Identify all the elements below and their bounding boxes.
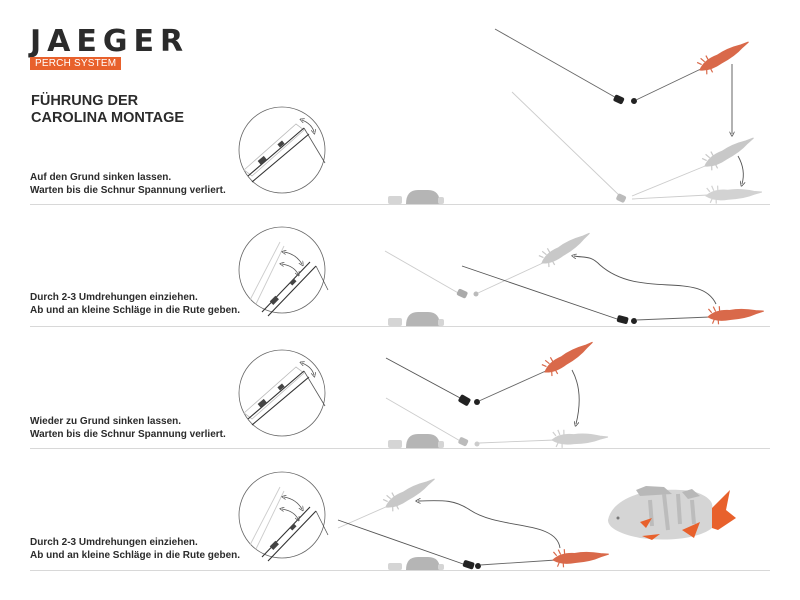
step-2-text: Durch 2-3 Umdrehungen einziehen. Ab und …: [30, 292, 240, 317]
step-2-line-1: Durch 2-3 Umdrehungen einziehen.: [30, 292, 198, 303]
perch-fish: [608, 486, 736, 540]
step-2-line-2: Ab und an kleine Schläge in die Rute geb…: [30, 304, 241, 316]
title-line-1: FÜHRUNG DER: [31, 93, 139, 109]
ground-line-1: [30, 204, 770, 205]
stones-1: [388, 190, 444, 204]
step-3-line-1: Wieder zu Grund sinken lassen.: [30, 416, 182, 427]
brand-logo: JAEGER: [30, 24, 190, 59]
stones-2: [388, 312, 444, 326]
step-4-line-2: Ab und an kleine Schläge in die Rute geb…: [30, 549, 241, 561]
lure-scene-4: [337, 471, 611, 570]
rod-icon-3: [238, 349, 326, 437]
step-1-line-1: Auf den Grund sinken lassen.: [30, 172, 172, 183]
lure-scene-3: [385, 334, 609, 449]
ground-line-3: [30, 448, 770, 449]
step-1-line-2: Warten bis die Schnur Spannung verliert.: [30, 184, 226, 196]
ground-line-4: [30, 570, 770, 571]
rod-icon-2: [238, 226, 329, 317]
ground-line-2: [30, 326, 770, 327]
page-title: FÜHRUNG DER CAROLINA MONTAGE: [31, 93, 184, 127]
step-1-text: Auf den Grund sinken lassen. Warten bis …: [30, 172, 226, 197]
lure-scene-2: [384, 225, 766, 326]
step-4-text: Durch 2-3 Umdrehungen einziehen. Ab und …: [30, 537, 240, 562]
step-4-line-1: Durch 2-3 Umdrehungen einziehen.: [30, 537, 198, 548]
rod-icon-1: [238, 106, 326, 194]
stones-3: [388, 434, 444, 448]
step-3-line-2: Warten bis die Schnur Spannung verliert.: [30, 428, 226, 440]
lure-scene-1: [494, 28, 763, 205]
product-badge: PERCH SYSTEM: [30, 57, 122, 70]
title-line-2: CAROLINA MONTAGE: [31, 110, 185, 126]
rod-icon-4: [238, 471, 329, 562]
stones-4: [388, 557, 444, 570]
step-3-text: Wieder zu Grund sinken lassen. Warten bi…: [30, 416, 226, 441]
